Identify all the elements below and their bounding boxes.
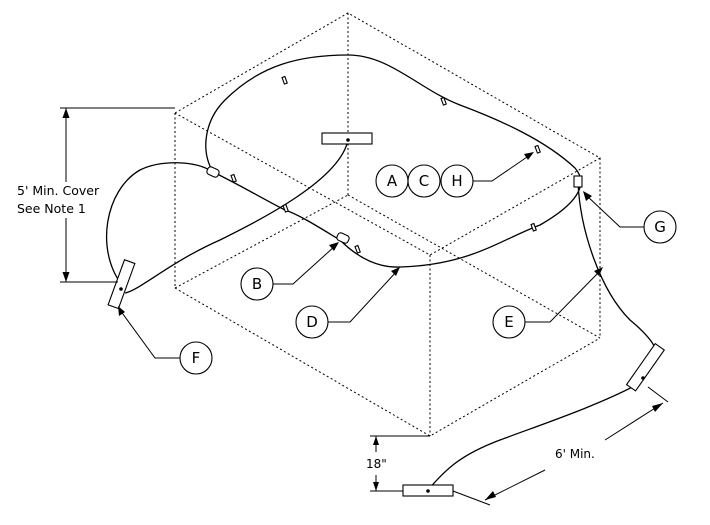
callout-g-label: G bbox=[654, 218, 666, 236]
cover-note-line2: See Note 1 bbox=[17, 201, 86, 216]
main-cable-loop bbox=[105, 54, 582, 286]
cover-note-line1: 5' Min. Cover bbox=[17, 183, 100, 198]
depth-dimension: 18" bbox=[366, 435, 430, 492]
depth-label: 18" bbox=[366, 457, 387, 471]
cable-bottom bbox=[427, 382, 641, 491]
cable-connectors bbox=[206, 75, 583, 254]
separation-label: 6' Min. bbox=[555, 447, 595, 461]
callout-g: G bbox=[583, 191, 677, 244]
callout-e-label: E bbox=[504, 313, 513, 331]
separation-dimension: 6' Min. bbox=[452, 386, 669, 506]
center-plate bbox=[321, 132, 373, 145]
callout-c-circle bbox=[407, 164, 441, 198]
dotted-box bbox=[174, 12, 602, 437]
cable-to-center-part bbox=[124, 139, 349, 294]
callout-b-label: B bbox=[252, 275, 262, 293]
cable-route bbox=[105, 54, 658, 491]
callout-d-label: D bbox=[306, 313, 318, 331]
callout-d: D bbox=[295, 267, 400, 339]
callout-c-label: C bbox=[419, 172, 429, 190]
callout-a-label: A bbox=[387, 172, 398, 190]
cover-dimension: 5' Min. Cover See Note 1 bbox=[17, 107, 175, 283]
callout-f: F bbox=[118, 306, 213, 375]
callout-b: B bbox=[240, 242, 339, 301]
callout-e: E bbox=[492, 267, 603, 339]
callout-f-label: F bbox=[192, 349, 201, 367]
callout-ach: A C H bbox=[375, 152, 534, 198]
callout-h-label: H bbox=[451, 172, 462, 190]
right-rod-plate bbox=[625, 342, 666, 392]
cable-down-right bbox=[577, 181, 658, 373]
